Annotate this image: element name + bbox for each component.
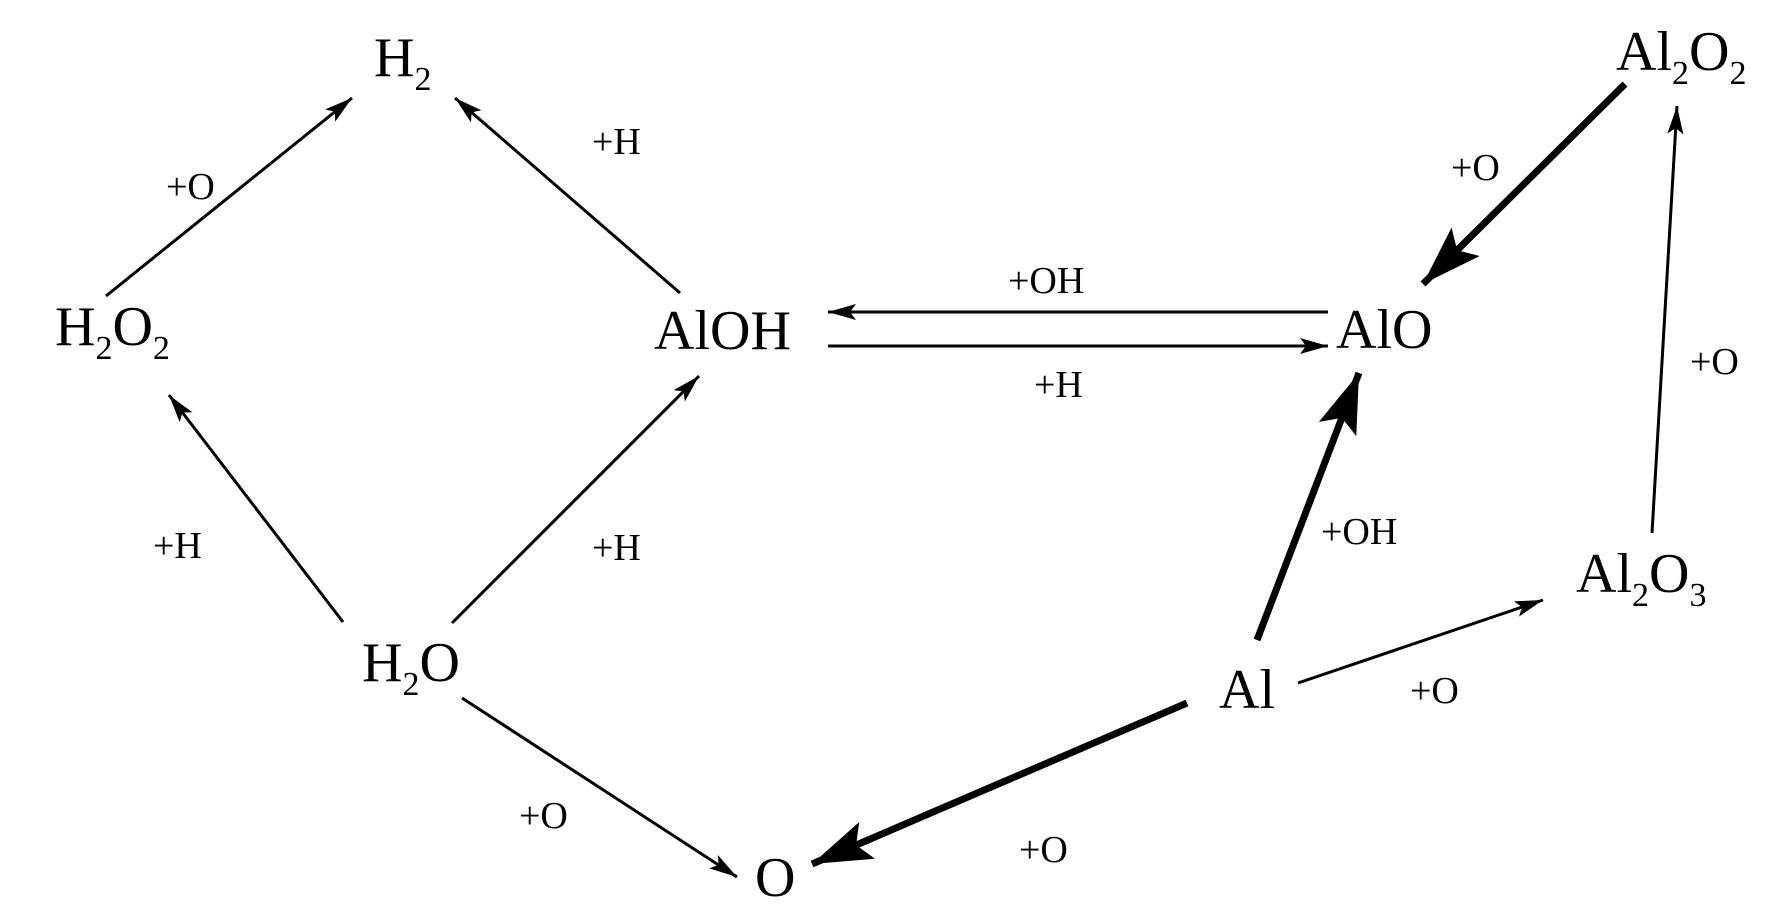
label-h2o-to-aloh: +H: [592, 527, 641, 569]
label-al-to-o: +O: [1019, 829, 1068, 871]
label-aloh-to-h2: +H: [592, 121, 641, 163]
edges: [105, 81, 1684, 879]
node-h2: H2: [374, 27, 431, 98]
edge-h2o2-to-h2: [105, 96, 353, 298]
label-al-to-alo: +OH: [1321, 511, 1397, 553]
node-al: Al: [1219, 659, 1275, 721]
label-al-to-al2o3: +O: [1410, 670, 1459, 712]
node-o: O: [755, 847, 795, 907]
node-alo: AlO: [1336, 299, 1432, 361]
node-al2o3: Al2O3: [1576, 543, 1706, 614]
edge-al-to-o: [810, 699, 1189, 868]
node-h2o2: H2O2: [55, 296, 170, 367]
node-h2o: H2O: [362, 632, 460, 703]
label-h2o-to-h2o2: +H: [153, 525, 202, 567]
edge-h2o-to-o: [461, 696, 738, 879]
edge-al-to-alo: [1253, 371, 1363, 642]
label-h2o2-to-h2: +O: [166, 166, 215, 208]
label-al2o3-to-al2o2: +O: [1690, 341, 1739, 383]
edge-h2o-to-aloh: [450, 374, 701, 625]
label-h2o-to-o: +O: [519, 795, 568, 837]
edge-al-to-al2o3: [1297, 598, 1544, 685]
edge-al2o3-to-al2o2: [1650, 105, 1684, 534]
edge-al2o2-to-alo: [1420, 81, 1628, 287]
label-al2o2-to-alo: +O: [1451, 147, 1500, 189]
label-alo-to-aloh: +OH: [1008, 260, 1084, 302]
edge-labels: +O +H +H +H +O +OH +H +O +O +OH +O +O: [153, 121, 1739, 871]
label-aloh-to-alo: +H: [1034, 364, 1083, 406]
edge-h2o-to-h2o2: [167, 394, 345, 623]
edge-aloh-to-h2: [454, 96, 681, 295]
node-al2o2: Al2O2: [1616, 21, 1746, 92]
node-aloh: AlOH: [654, 300, 791, 362]
nodes: H2 H2O2 H2O AlOH AlO Al O Al2O2 Al2O3: [55, 21, 1746, 907]
